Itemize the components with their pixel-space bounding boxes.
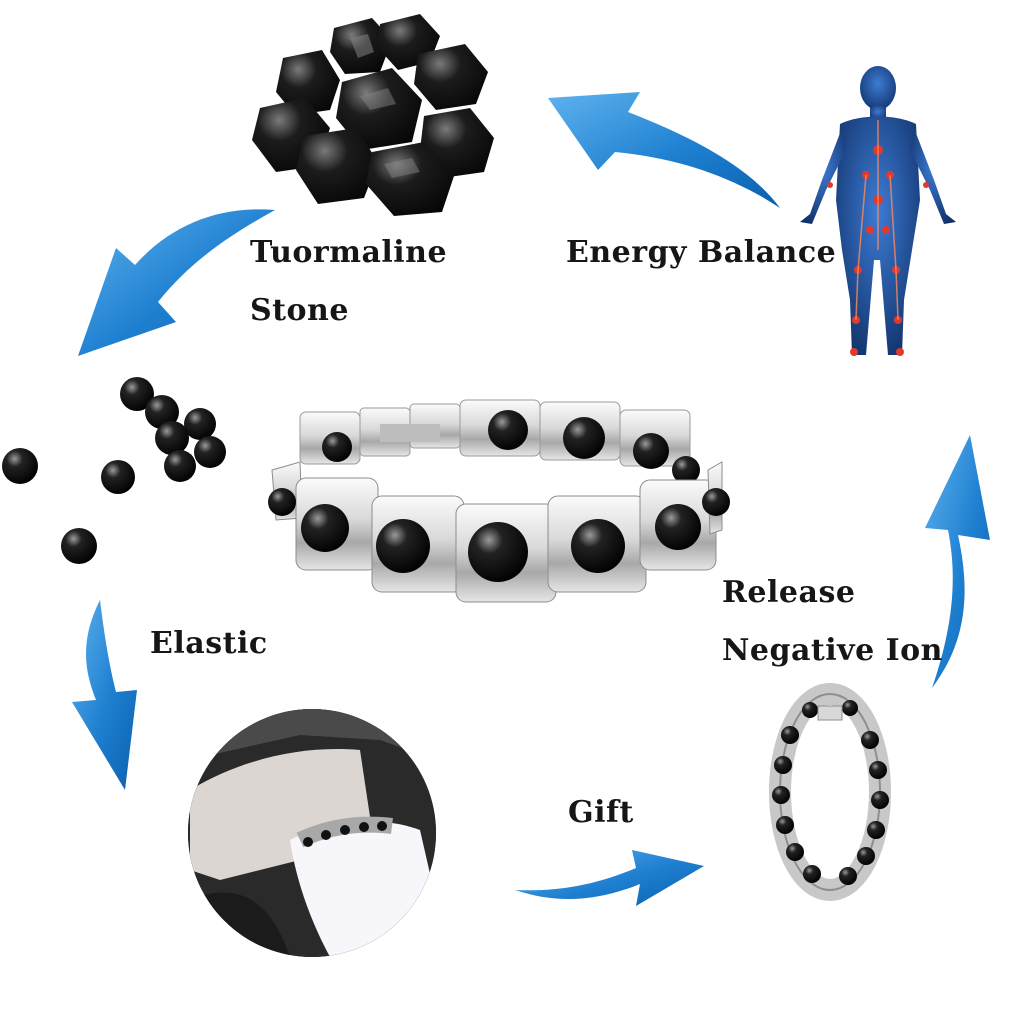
human-energy-figure-image [800,66,956,356]
tourmaline-stones-image [252,14,494,216]
label-energy-balance: Energy Balance [566,235,837,270]
label-release-line2: Negative Ion [722,633,943,668]
label-elastic: Elastic [150,626,268,661]
bracelet-side-image [769,683,891,901]
curved-arrow-left [78,209,275,356]
label-gift: Gift [568,795,634,830]
label-tourmaline-line1: Tuormaline [250,235,448,270]
curved-arrow-bottom [515,850,704,906]
curved-arrow-top [548,92,780,208]
label-tourmaline-line2: Stone [250,293,349,328]
loose-beads-image [2,377,226,564]
wrist-photo-image [188,709,436,957]
curved-arrow-left-lower [72,600,137,790]
bracelet-main-image [268,399,730,603]
label-release-line1: Release [722,575,856,610]
curved-arrow-right [925,435,990,688]
